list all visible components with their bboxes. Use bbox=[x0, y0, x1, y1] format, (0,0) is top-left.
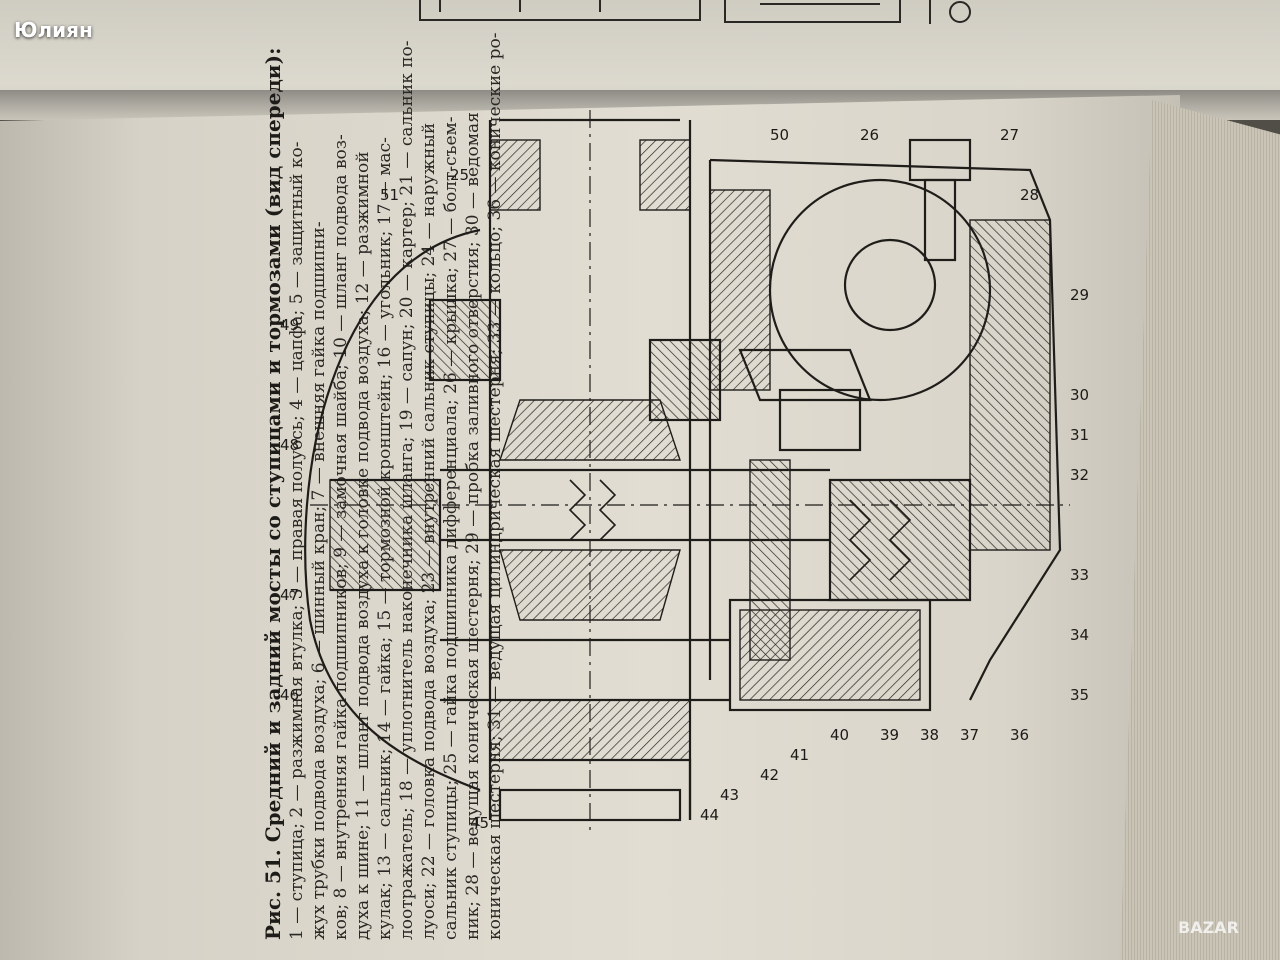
part-label: 47 bbox=[280, 586, 299, 604]
watermark-logo: BAZAR bbox=[1178, 918, 1239, 937]
part-label: 26 bbox=[860, 126, 879, 144]
part-label: 30 bbox=[1070, 386, 1089, 404]
part-label: 31 bbox=[1070, 426, 1089, 444]
part-label: 38 bbox=[920, 726, 939, 744]
drawing-hatched-sections bbox=[329, 139, 1051, 761]
axle-cross-section-drawing: 27 26 50 25 51 28 29 30 31 32 33 34 35 3… bbox=[280, 110, 1089, 832]
part-label: 40 bbox=[830, 726, 849, 744]
part-label: 44 bbox=[700, 806, 719, 824]
part-label: 41 bbox=[790, 746, 809, 764]
part-label: 48 bbox=[280, 436, 299, 454]
part-label: 43 bbox=[720, 786, 739, 804]
part-label-group: 27 26 50 25 51 28 29 30 31 32 33 34 35 3… bbox=[280, 126, 1089, 832]
part-label: 35 bbox=[1070, 686, 1089, 704]
part-label: 29 bbox=[1070, 286, 1089, 304]
part-label: 46 bbox=[280, 686, 299, 704]
part-label: 33 bbox=[1070, 566, 1089, 584]
part-label: 50 bbox=[770, 126, 789, 144]
part-label: 39 bbox=[880, 726, 899, 744]
gear-teeth bbox=[568, 479, 912, 581]
username-overlay: Юлиян bbox=[14, 18, 93, 42]
part-label: 51 bbox=[380, 186, 399, 204]
part-label: 49 bbox=[280, 316, 299, 334]
part-label: 28 bbox=[1020, 186, 1039, 204]
part-label: 32 bbox=[1070, 466, 1089, 484]
part-label: 36 bbox=[1010, 726, 1029, 744]
part-label: 37 bbox=[960, 726, 979, 744]
part-label: 34 bbox=[1070, 626, 1089, 644]
part-label: 45 bbox=[470, 814, 489, 832]
part-label: 27 bbox=[1000, 126, 1019, 144]
upper-drawing-fragment bbox=[419, 0, 971, 24]
part-label: 25 bbox=[450, 166, 469, 184]
part-label: 42 bbox=[760, 766, 779, 784]
